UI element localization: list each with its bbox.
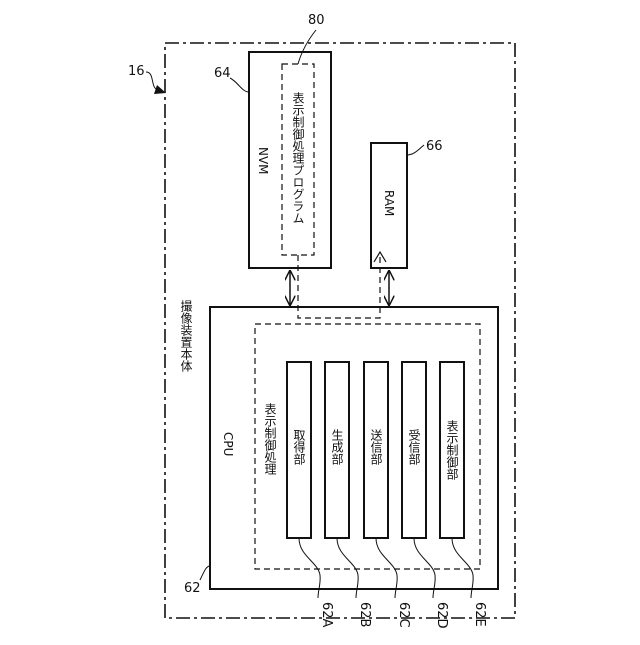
nvm-ref-leader (230, 78, 249, 92)
cpu-ref-leader (200, 566, 210, 580)
nvm-label: NVM (256, 147, 270, 175)
unit-acquisition-ref: 62A (319, 602, 334, 628)
unit-generation-label: 生成部 (330, 429, 344, 465)
device-ref-number: 16 (128, 64, 145, 79)
unit-acquisition-label: 取得部 (292, 429, 306, 465)
device-body-frame (165, 43, 515, 618)
program-label: 表示制御処理プログラム (291, 92, 305, 224)
device-ref-leader (146, 72, 158, 90)
unit-generation-ref: 62B (357, 602, 372, 627)
unit-display-control-label: 表示制御部 (445, 420, 459, 480)
process-label: 表示制御処理 (263, 403, 277, 475)
ram-ref-leader (407, 145, 424, 155)
unit-reception-label: 受信部 (407, 429, 421, 465)
unit-display-control: 表示制御部 (440, 362, 464, 538)
unit-acquisition: 取得部 (287, 362, 311, 538)
program-ref-number: 80 (308, 13, 325, 28)
program-load-path (298, 255, 380, 318)
unit-reception-ref: 62D (434, 602, 449, 629)
unit-generation: 生成部 (325, 362, 349, 538)
cpu-ref-number: 62 (184, 581, 201, 596)
ram-ref-number: 66 (426, 139, 443, 154)
nvm-ref-number: 64 (214, 66, 231, 81)
unit-transmission-ref: 62C (396, 602, 411, 628)
cpu-label: CPU (221, 432, 235, 456)
unit-transmission: 送信部 (364, 362, 388, 538)
unit-transmission-label: 送信部 (369, 428, 383, 465)
unit-display-control-ref: 62E (472, 602, 487, 627)
ram-label: RAM (382, 190, 396, 216)
unit-reception: 受信部 (402, 362, 426, 538)
program-ref-leader (298, 30, 316, 64)
device-body-label: 撮像装置本体 (179, 300, 193, 373)
